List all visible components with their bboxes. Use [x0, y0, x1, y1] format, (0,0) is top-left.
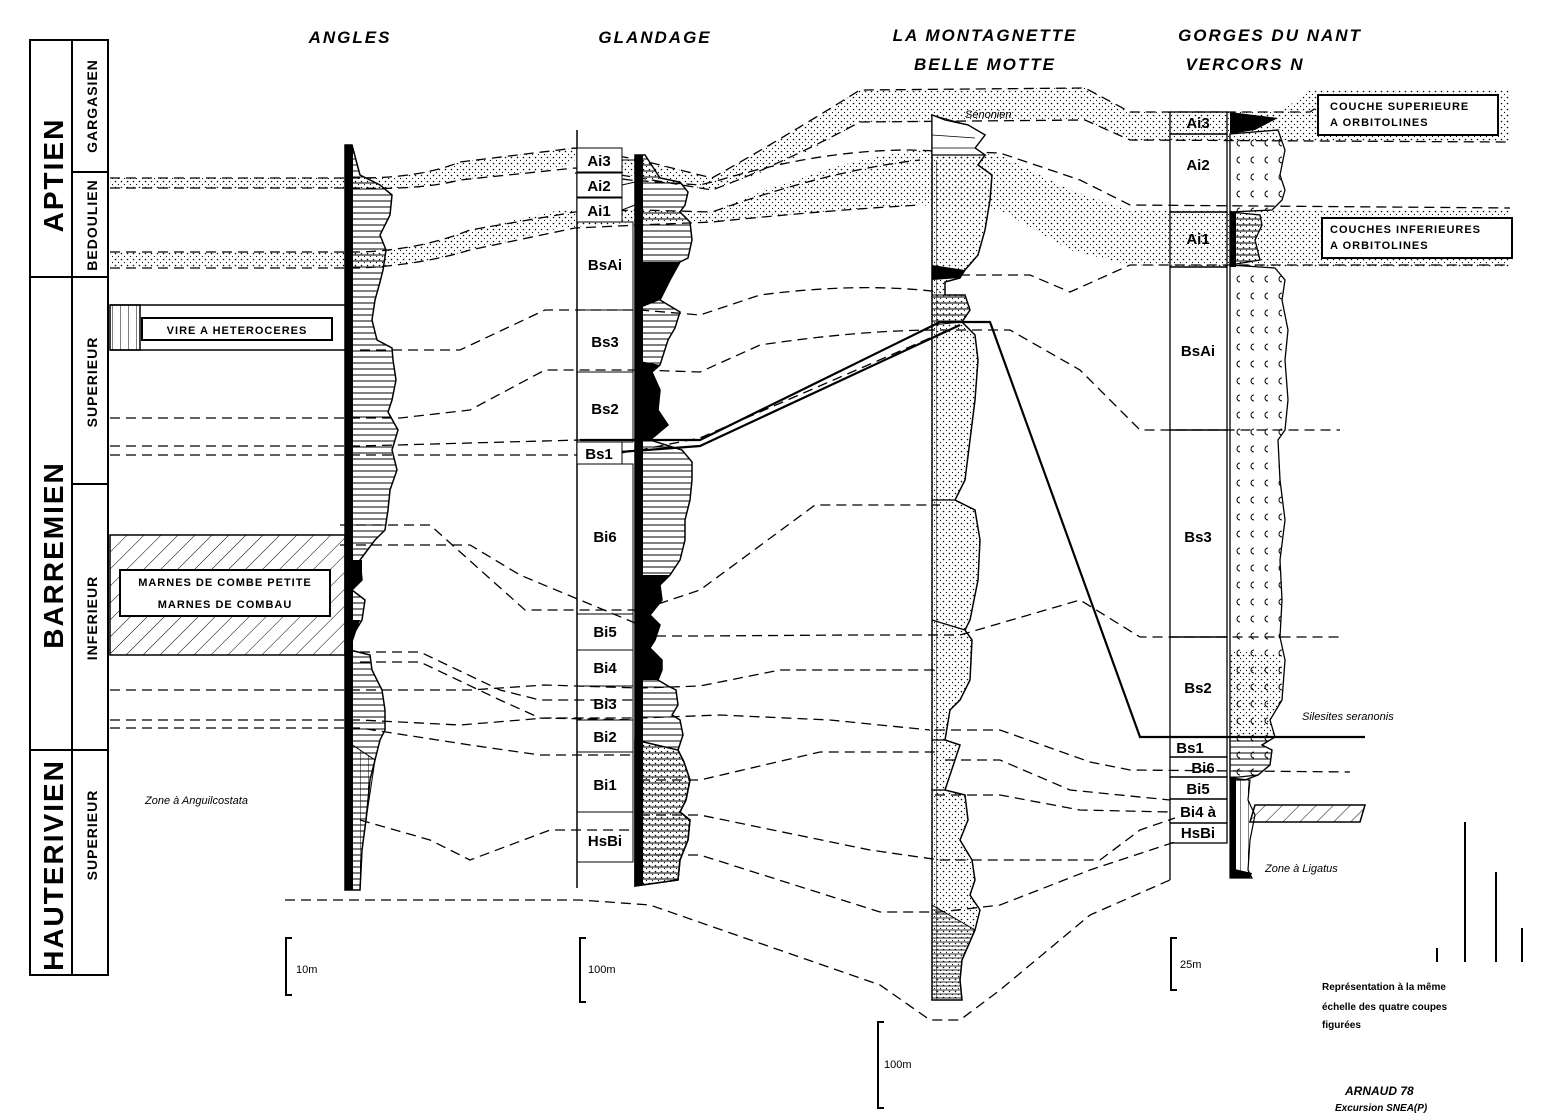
box-vire-heteroceres: VIRE A HETEROCERES: [109, 304, 345, 351]
box-couches-inf-label-1: COUCHES INFERIEURES: [1330, 224, 1481, 236]
scale-nant: 25m: [1180, 959, 1201, 971]
section-angles: [344, 144, 399, 891]
orbitoline-bands: [110, 88, 1510, 268]
nant-unit: BsAi: [1181, 343, 1215, 360]
stage-hauterivien: HAUTERIVIEN: [38, 759, 69, 971]
nant-unit: HsBi: [1181, 825, 1215, 842]
box-couches-inferieures: COUCHES INFERIEURES A ORBITOLINES: [1321, 217, 1513, 259]
substage-barremien-superieur: SUPERIEUR: [84, 337, 100, 428]
glandage-unit: Ai2: [587, 178, 610, 195]
nant-unit: Ai3: [1186, 115, 1209, 132]
glandage-unit: HsBi: [588, 833, 622, 850]
nant-unit-labels: Ai3 Ai2 Ai1 BsAi Bs3 Bs2 Bs1 Bi6 Bi5 Bi4…: [1176, 115, 1216, 842]
stage-column: [29, 39, 109, 976]
substage-gargasien: GARGASIEN: [84, 59, 100, 153]
annotation-silesites: Silesites seranonis: [1302, 711, 1394, 723]
note-representation-1: Représentation à la même: [1322, 982, 1446, 993]
glandage-unit: Bs3: [591, 334, 619, 351]
section-title-gorges-du-nant: GORGES DU NANT: [1178, 26, 1362, 45]
section-montagnette: [931, 113, 993, 1001]
glandage-unit: Bi5: [593, 624, 616, 641]
annotation-senonien: Sénonien: [965, 109, 1012, 121]
glandage-unit: Ai1: [587, 203, 610, 220]
box-marnes-label-2: MARNES DE COMBAU: [158, 599, 293, 611]
box-couche-superieure: COUCHE SUPERIEURE A ORBITOLINES: [1317, 94, 1499, 136]
box-couche-sup-label-1: COUCHE SUPERIEURE: [1330, 101, 1469, 113]
scale-montagnette: 100m: [884, 1059, 912, 1071]
glandage-unit: Bi4: [593, 660, 617, 677]
section-title-montagnette: LA MONTAGNETTE: [893, 26, 1078, 45]
nant-unit: Bi5: [1186, 781, 1209, 798]
substage-hauterivien-superieur: SUPERIEUR: [84, 790, 100, 881]
nant-unit: Ai2: [1186, 157, 1209, 174]
note-credit-1: ARNAUD 78: [1344, 1084, 1414, 1098]
section-glandage: [576, 130, 693, 888]
annotation-ligatus: Zone à Ligatus: [1264, 863, 1338, 875]
stage-barremien: BARREMIEN: [38, 461, 69, 649]
glandage-unit-labels: Ai3 Ai2 Ai1 BsAi Bs3 Bs2 Bs1 Bi6 Bi5 Bi4…: [585, 153, 622, 850]
box-vire-label: VIRE A HETEROCERES: [167, 325, 308, 337]
glandage-unit: Bs1: [585, 446, 613, 463]
nant-unit: Bs3: [1184, 529, 1212, 546]
scale-glandage: 100m: [588, 964, 616, 976]
box-couches-inf-label-2: A ORBITOLINES: [1330, 240, 1429, 252]
glandage-unit: Bs2: [591, 401, 619, 418]
substage-barremien-inferieur: INFERIEUR: [84, 576, 100, 660]
section-nant: [1169, 111, 1367, 880]
nant-unit: Bi4 à: [1180, 804, 1217, 821]
glandage-unit: BsAi: [588, 257, 622, 274]
section-title-angles: ANGLES: [308, 28, 392, 47]
note-representation-2: échelle des quatre coupes: [1322, 1002, 1447, 1013]
nant-unit: Bs2: [1184, 680, 1212, 697]
stage-aptien: APTIEN: [38, 118, 69, 233]
nant-unit: Bi6: [1191, 760, 1214, 777]
section-title-vercors: VERCORS N: [1185, 55, 1304, 74]
scale-angles: 10m: [296, 964, 317, 976]
nant-unit: Ai1: [1186, 231, 1209, 248]
glandage-unit: Bi1: [593, 777, 616, 794]
scale-bars: [285, 822, 1523, 1109]
section-title-glandage: GLANDAGE: [598, 28, 711, 47]
box-couche-sup-label-2: A ORBITOLINES: [1330, 117, 1429, 129]
box-marnes-label-1: MARNES DE COMBE PETITE: [138, 577, 312, 589]
glandage-unit: Bi3: [593, 696, 616, 713]
glandage-unit: Ai3: [587, 153, 610, 170]
note-credit-2: Excursion SNEA(P): [1335, 1103, 1428, 1114]
glandage-unit: Bi2: [593, 729, 616, 746]
note-representation-3: figurées: [1322, 1020, 1361, 1031]
box-marnes-combe: MARNES DE COMBE PETITE MARNES DE COMBAU: [109, 534, 346, 656]
substage-bedoulien: BEDOULIEN: [84, 179, 100, 270]
glandage-unit: Bi6: [593, 529, 616, 546]
nant-unit: Bs1: [1176, 740, 1204, 757]
annotation-anguilcostata: Zone à Anguilcostata: [144, 795, 248, 807]
section-title-belle-motte: BELLE MOTTE: [914, 55, 1056, 74]
